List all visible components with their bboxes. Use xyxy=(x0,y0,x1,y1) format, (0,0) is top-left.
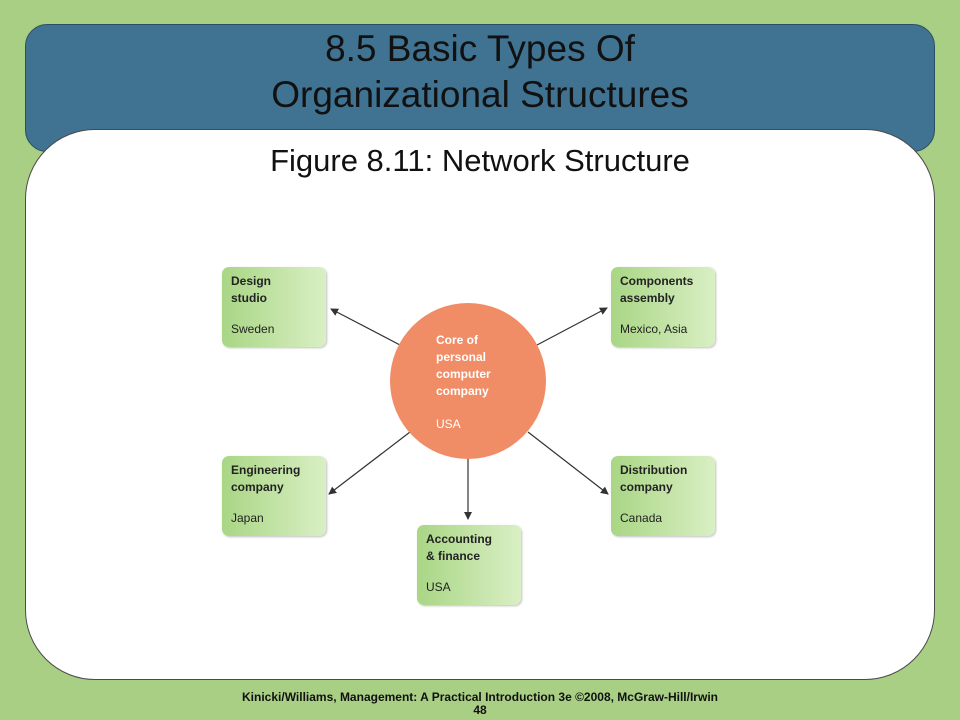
engineering-line2: company xyxy=(231,480,284,494)
design-line1: Design xyxy=(231,274,272,288)
accounting-finance-node: Accounting & finance USA xyxy=(417,525,521,605)
distribution-line1: Distribution xyxy=(620,463,688,477)
slide-title: 8.5 Basic Types Of Organizational Struct… xyxy=(0,26,960,118)
footer-line1: Kinicki/Williams, Management: A Practica… xyxy=(242,690,718,704)
footer-citation: Kinicki/Williams, Management: A Practica… xyxy=(0,691,960,717)
accounting-line2: & finance xyxy=(426,549,481,563)
distribution-company-node: Distribution company Canada xyxy=(611,456,715,536)
slide-title-line1: 8.5 Basic Types Of xyxy=(325,28,635,69)
components-assembly-node: Components assembly Mexico, Asia xyxy=(611,267,715,347)
arrow-to-design xyxy=(330,308,401,346)
distribution-location: Canada xyxy=(620,511,663,525)
components-line2: assembly xyxy=(620,291,675,305)
arrow-to-distribution xyxy=(527,431,609,495)
core-location: USA xyxy=(436,417,461,431)
distribution-line2: company xyxy=(620,480,673,494)
core-line3: computer xyxy=(436,367,491,381)
accounting-location: USA xyxy=(426,580,451,594)
core-line2: personal xyxy=(436,350,487,364)
accounting-line1: Accounting xyxy=(426,532,492,546)
components-location: Mexico, Asia xyxy=(620,322,688,336)
components-line1: Components xyxy=(620,274,694,288)
engineering-line1: Engineering xyxy=(231,463,301,477)
arrow-to-components xyxy=(536,307,608,346)
engineering-location: Japan xyxy=(231,511,264,525)
core-company-node: Core of personal computer company USA xyxy=(390,303,546,459)
engineering-company-node: Engineering company Japan xyxy=(222,456,326,536)
slide-title-line2: Organizational Structures xyxy=(271,74,689,115)
design-location: Sweden xyxy=(231,322,275,336)
design-line2: studio xyxy=(231,291,267,305)
design-studio-node: Design studio Sweden xyxy=(222,267,326,347)
figure-title: Figure 8.11: Network Structure xyxy=(270,143,690,178)
arrow-to-engineering xyxy=(328,431,411,495)
page-number: 48 xyxy=(473,703,487,717)
core-line4: company xyxy=(436,384,489,398)
core-line1: Core of xyxy=(436,333,478,347)
